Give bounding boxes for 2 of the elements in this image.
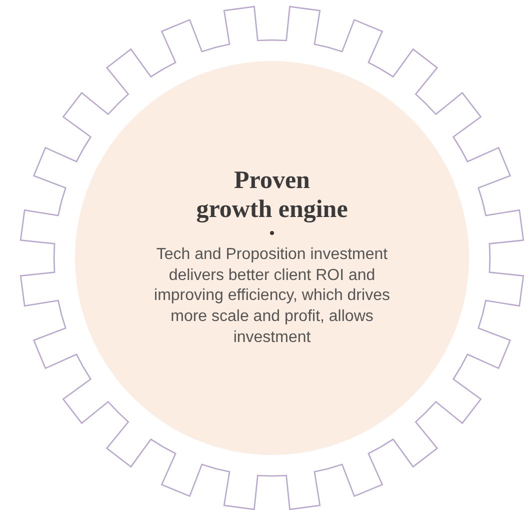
description-text: Tech and Proposition investment delivers better client ROI and improving efficiency, which drives more scale and profit, allows investment	[153, 244, 391, 348]
heading: Proven growth engine	[195, 167, 349, 225]
